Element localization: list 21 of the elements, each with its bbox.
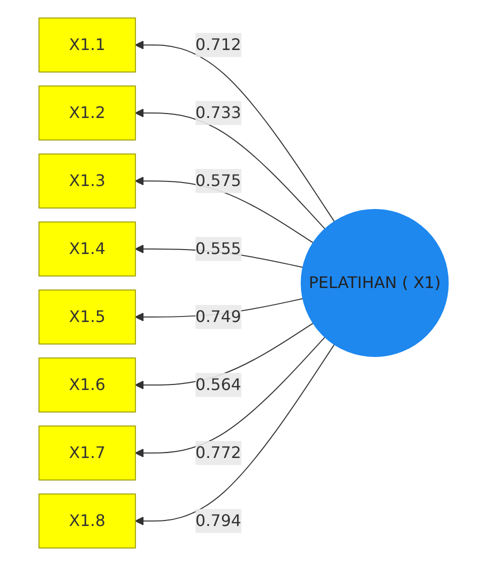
node-box: X1.2 <box>38 85 136 140</box>
node-box: X1.8 <box>38 493 136 548</box>
arrow <box>135 336 326 457</box>
edge-label: 0.712 <box>196 34 242 54</box>
edge-label: 0.794 <box>196 510 242 530</box>
node-box: X1.6 <box>38 357 136 412</box>
node-box: X1.5 <box>38 289 136 344</box>
edge-label: 0.772 <box>196 442 242 462</box>
arrow <box>135 108 326 229</box>
edge-label: 0.575 <box>196 170 242 190</box>
node-box: X1.7 <box>38 425 136 480</box>
node-box: X1.3 <box>38 153 136 208</box>
edge-label: 0.555 <box>196 238 242 258</box>
node-box: X1.1 <box>38 17 136 72</box>
arrow <box>135 40 336 222</box>
edge-label: 0.733 <box>196 102 242 122</box>
node-box: X1.4 <box>38 221 136 276</box>
edge-label: 0.564 <box>196 374 242 394</box>
node-circle: PELATIHAN ( X1) <box>301 208 450 356</box>
edge-label: 0.749 <box>196 306 242 326</box>
arrow <box>135 343 336 525</box>
